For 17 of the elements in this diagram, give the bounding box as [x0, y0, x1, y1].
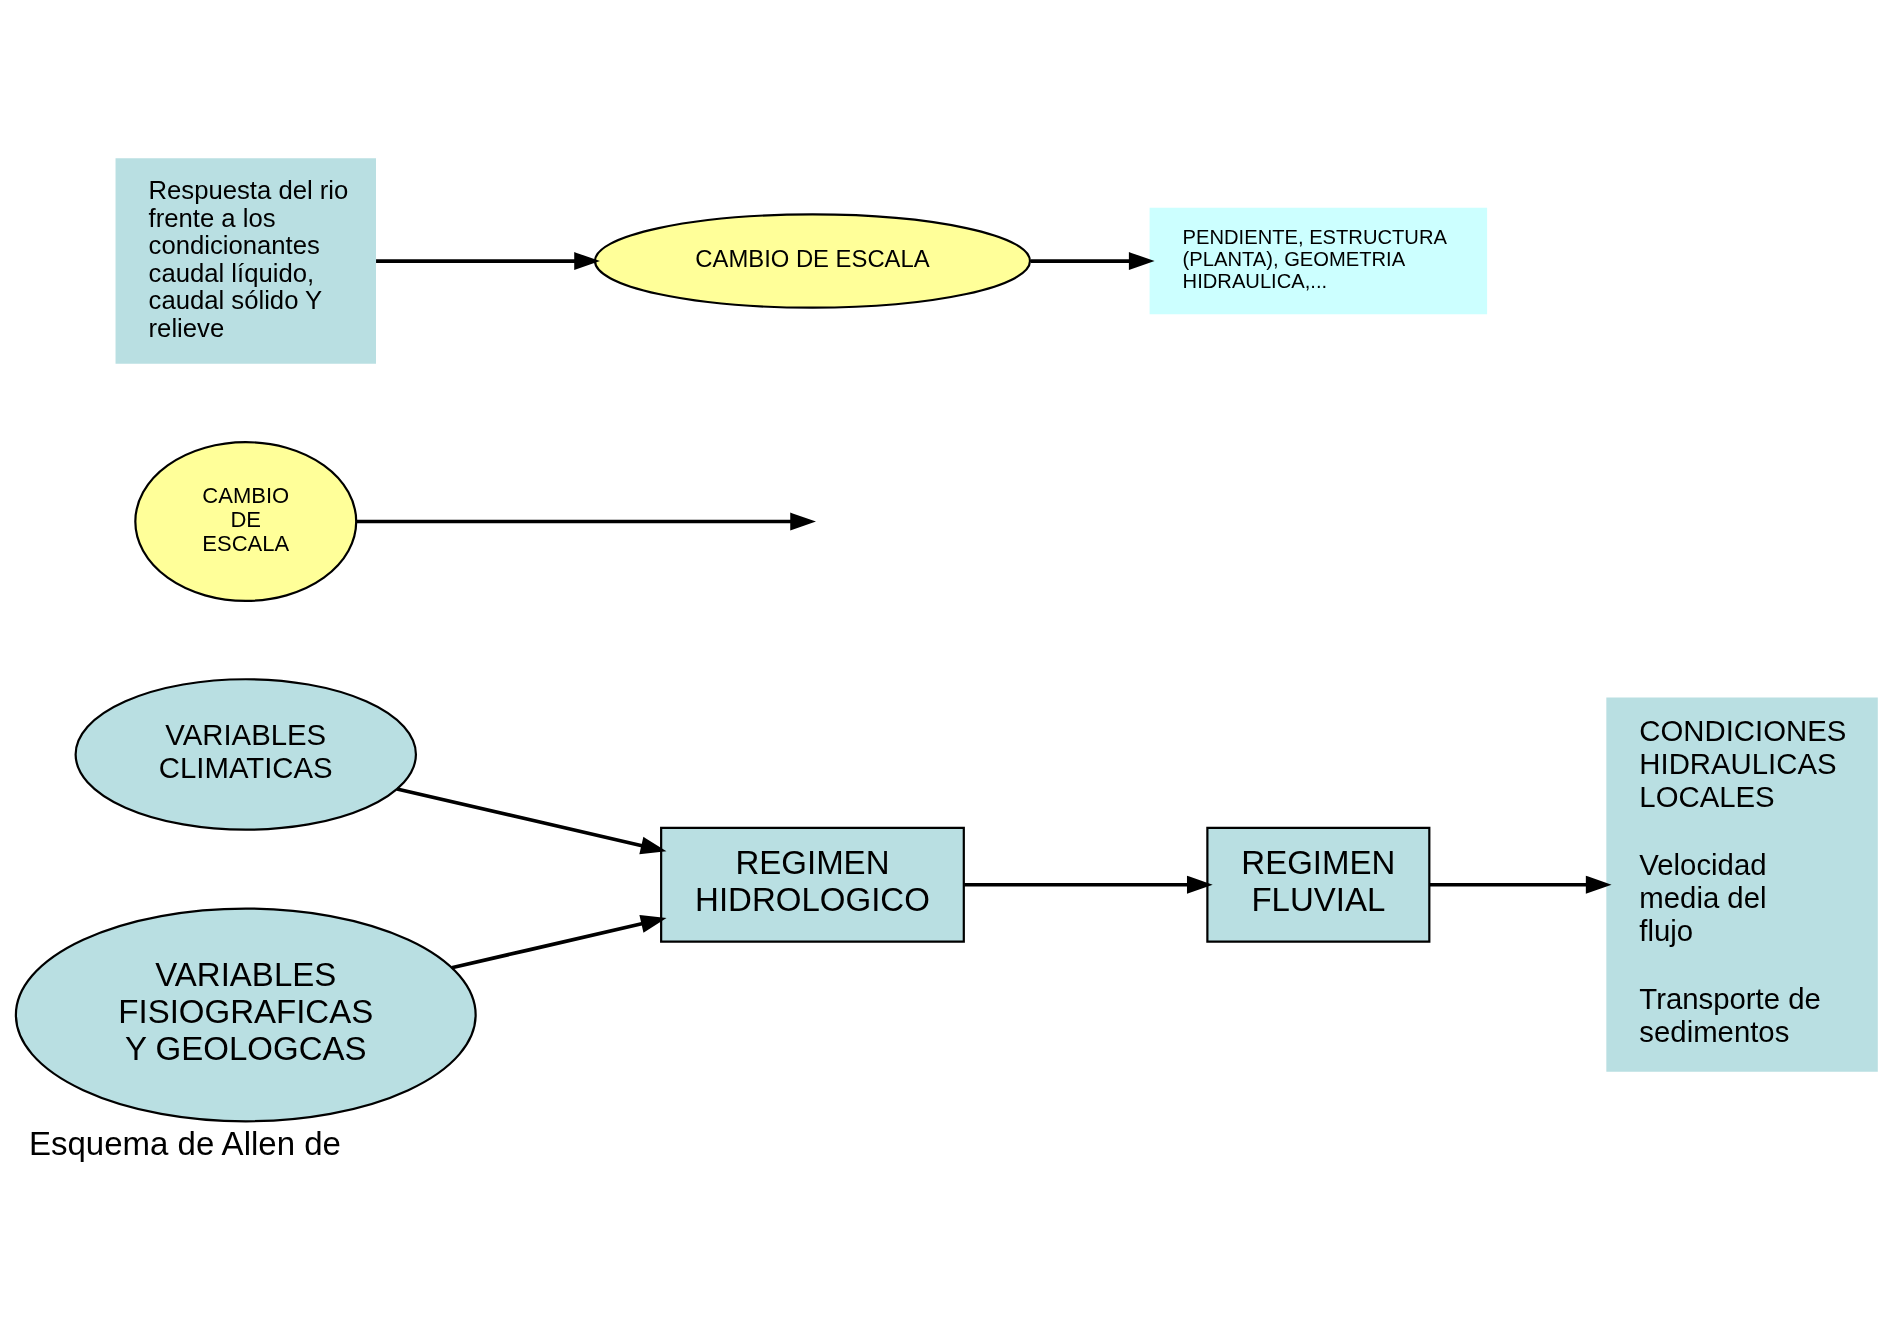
- node-box: Respuesta del rio frente a los condicionantes caudal líquido, caudal sólido Y relieve: [115, 157, 376, 364]
- node-ellipse: CAMBIO DE ESCALA: [134, 440, 358, 602]
- caption: Esquema de Allen de: [29, 1124, 341, 1162]
- arrow: [376, 251, 600, 270]
- node-ellipse: CAMBIO DE ESCALA: [593, 212, 1032, 309]
- node-ellipse: VARIABLES CLIMATICAS: [74, 677, 418, 831]
- node-box: REGIMEN FLUVIAL: [1206, 826, 1431, 943]
- node-box: REGIMEN HIDROLOGICO: [660, 826, 965, 943]
- arrow: [1429, 875, 1612, 894]
- arrow: [964, 875, 1213, 894]
- node-box: CONDICIONES HIDRAULICAS LOCALES Velocidad media del flujo Transporte de sedimentos: [1606, 697, 1878, 1072]
- node-ellipse: VARIABLES FISIOGRAFICAS Y GEOLOGCAS: [14, 907, 477, 1122]
- arrow: [451, 914, 667, 970]
- arrow: [1030, 251, 1155, 270]
- arrow: [396, 786, 667, 854]
- arrow: [356, 512, 816, 531]
- node-box: PENDIENTE, ESTRUCTURA (PLANTA), GEOMETRIA HIDRAULICA,...: [1149, 207, 1488, 314]
